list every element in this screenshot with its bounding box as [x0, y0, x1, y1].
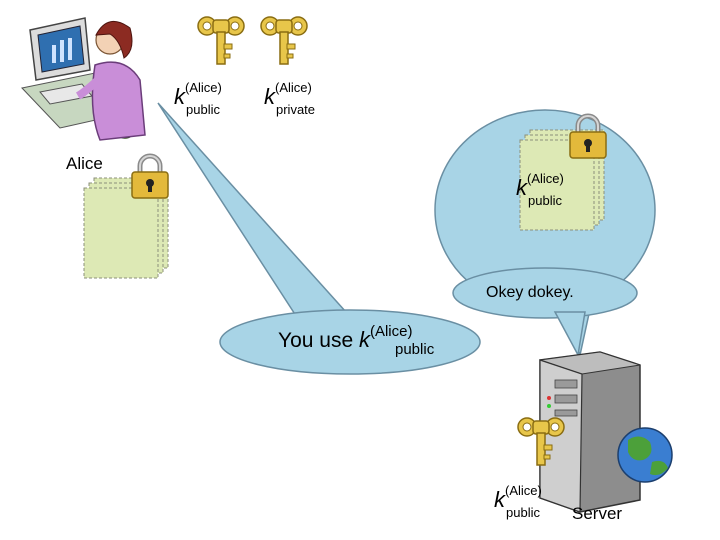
globe-icon	[617, 427, 673, 483]
server-speech-bubble	[452, 267, 638, 358]
alice-lock-icon	[132, 156, 168, 198]
key-type-subscript: private	[276, 102, 316, 117]
key-symbol: k	[264, 84, 275, 109]
server-name-label: Server	[572, 504, 623, 523]
alice-speech-prefix: You use	[278, 329, 359, 352]
key-owner-superscript: (Alice)	[185, 80, 222, 95]
key-symbol: k	[516, 175, 527, 200]
key-type-subscript: public	[186, 102, 220, 117]
server-tower-icon	[539, 351, 641, 513]
alice-speech-bubble	[157, 102, 481, 375]
server-public-key-label: k(Alice) public	[494, 483, 542, 520]
key-symbol: k	[358, 327, 370, 352]
key-type-subscript: public	[506, 505, 540, 520]
alice-speech-text: You use k(Alice) public	[278, 323, 434, 358]
key-owner-superscript: (Alice)	[505, 483, 542, 498]
key-owner-superscript: (Alice)	[369, 323, 413, 340]
key-symbol: k	[494, 487, 505, 512]
alice-computer-icon	[21, 17, 146, 141]
alice-private-key-label: k(Alice) private	[264, 80, 315, 117]
alice-private-key-icon	[260, 16, 308, 65]
key-owner-superscript: (Alice)	[275, 80, 312, 95]
key-owner-superscript: (Alice)	[527, 171, 564, 186]
key-type-subscript: public	[395, 341, 435, 358]
server-speech-text: Okey dokey.	[486, 284, 574, 301]
alice-public-key-icon	[197, 16, 245, 65]
alice-public-key-label: k(Alice) public	[174, 80, 222, 117]
key-symbol: k	[174, 84, 185, 109]
alice-name-label: Alice	[66, 154, 103, 173]
key-type-subscript: public	[528, 193, 562, 208]
bubble-public-key-label: k(Alice) public	[516, 171, 564, 208]
